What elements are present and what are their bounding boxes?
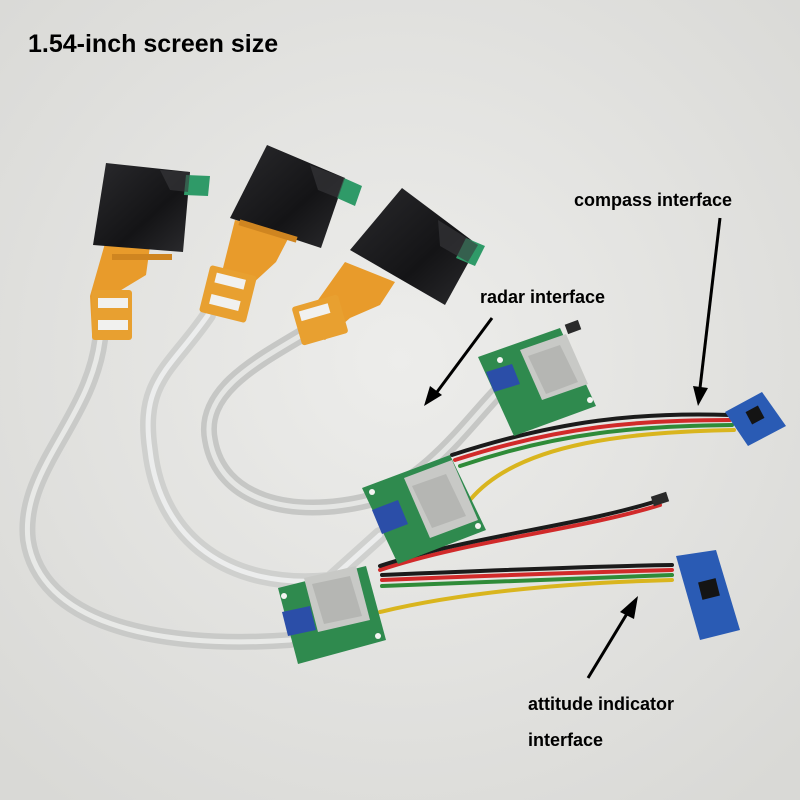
controller-board-3 [278,566,386,664]
controller-board-1 [478,328,596,436]
display-module-2 [199,145,362,323]
display-module-3 [292,188,485,346]
radar-arrow [435,317,494,393]
compass-arrow [698,217,722,389]
page-title: 1.54-inch screen size [28,30,279,58]
compass-sensor [725,392,786,446]
pin-header [564,319,582,335]
compass-interface-label: compass interface [574,190,733,210]
display-module-1 [90,163,210,340]
annotation-arrows [424,217,722,679]
radar-interface-label: radar interface [480,287,606,307]
attitude-sensor [676,550,740,640]
controller-board-2 [362,455,486,564]
attitude-label-line1: attitude indicator [528,694,675,714]
ribbon-cables [19,307,508,650]
attitude-label-line2: interface [528,730,604,750]
attitude-arrow [586,611,630,679]
sensor-wires [378,412,736,614]
attitude-interface-label: attitude indicator interface [528,686,674,758]
